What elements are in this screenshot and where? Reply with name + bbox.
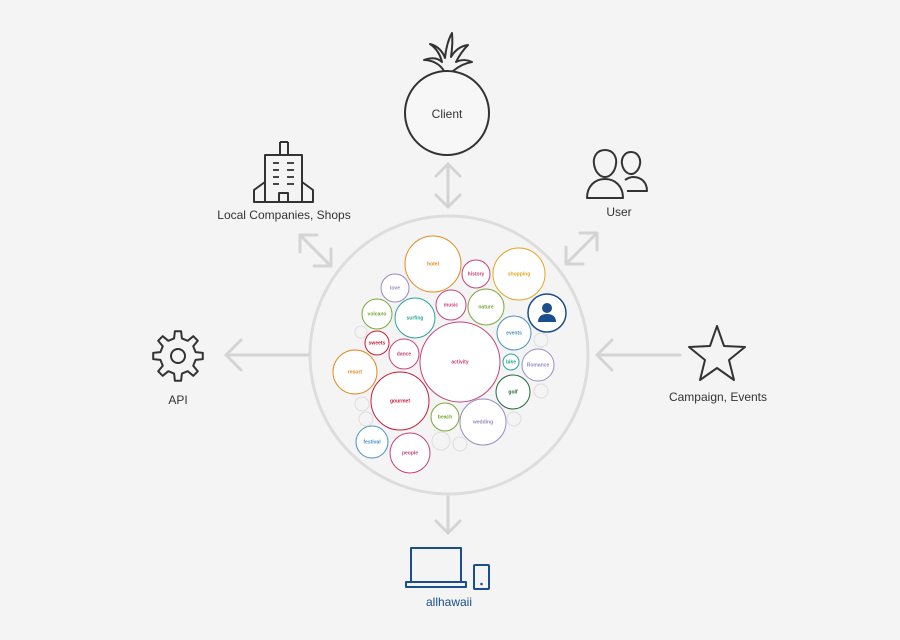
laptop-phone-icon: [405, 547, 490, 590]
bubble-circle: [355, 425, 389, 459]
bubble-resort: resort: [332, 349, 378, 395]
bubble-label: dance: [397, 351, 412, 357]
campaign-label: Campaign, Events: [668, 390, 768, 404]
empty-bubble: [431, 431, 451, 451]
bubble-circle: [404, 235, 462, 293]
bubble-dance: dance: [388, 338, 420, 370]
bubble-events: events: [496, 315, 532, 351]
bubble-circle: [435, 289, 467, 321]
bubble-wedding: wedding: [459, 398, 507, 446]
empty-bubble: [533, 332, 549, 348]
bubble-label: music: [444, 302, 459, 308]
bubble-circle: [364, 330, 390, 356]
bubble-circle: [370, 371, 430, 431]
bubble-circle: [492, 247, 546, 301]
bubble-circle: [495, 374, 531, 410]
empty-bubble: [533, 383, 549, 399]
building-icon: [253, 141, 314, 203]
empty-bubble: [354, 396, 370, 412]
bubble-label: history: [468, 271, 485, 277]
bubble-people: people: [389, 432, 431, 474]
bubble-circle: [461, 259, 491, 289]
bubble-beach: beach: [430, 402, 460, 432]
bubble-circle: [394, 297, 436, 339]
bubble-shopping: shopping: [492, 247, 546, 301]
hub-circle: [308, 214, 590, 496]
person-icon: [527, 293, 567, 333]
bubble-romance: Romance: [521, 348, 555, 382]
users-icon: [586, 149, 648, 199]
bubble-label: surfing: [407, 315, 424, 321]
empty-bubble: [358, 411, 374, 427]
bubble-label: volcano: [368, 311, 387, 317]
empty-bubbles: [354, 325, 549, 452]
arrow-local-hub: [298, 233, 333, 268]
tag-bubbles: hotel history shopping love music nature volca…: [332, 235, 555, 474]
empty-bubble: [354, 325, 368, 339]
bubble-label: events: [506, 330, 522, 336]
bubble-label: golf: [508, 389, 517, 395]
user-label: User: [606, 205, 632, 219]
bubble-circle: [361, 298, 393, 330]
bubble-label: nature: [478, 304, 494, 310]
star-icon: [688, 325, 746, 381]
bubble-surfing: surfing: [394, 297, 436, 339]
bubble-label: beach: [438, 414, 452, 420]
bubble-love: love: [380, 273, 410, 303]
bubble-label: Romance: [527, 362, 550, 368]
bubble-label: love: [390, 285, 400, 291]
bubble-hotel: hotel: [404, 235, 462, 293]
local-companies-label: Local Companies, Shops: [217, 208, 351, 222]
bubble-activity: activity: [419, 321, 501, 403]
bubble-golf: golf: [495, 374, 531, 410]
output-label: allhawaii: [425, 595, 473, 609]
empty-bubble: [452, 436, 468, 452]
bubble-circle: [502, 353, 520, 371]
api-label: API: [168, 393, 188, 407]
bubble-label: sweets: [369, 340, 386, 346]
arrow-hub-api: [224, 338, 310, 372]
bubble-gourmet: gourmet: [370, 371, 430, 431]
bubble-circle: [419, 321, 501, 403]
bubble-label: resort: [348, 369, 363, 375]
bubble-circle: [380, 273, 410, 303]
pineapple-icon: [404, 32, 490, 156]
arrow-client-hub: [434, 162, 462, 209]
bubble-circle: [388, 338, 420, 370]
bubble-circle: [430, 402, 460, 432]
arrow-user-hub: [564, 231, 599, 266]
arrow-hub-output: [434, 495, 462, 535]
bubble-label: hotel: [427, 261, 440, 267]
arrow-campaign-hub: [595, 338, 682, 372]
bubble-label: gourmet: [390, 398, 410, 404]
gear-icon: [152, 330, 204, 382]
bubble-circle: [496, 315, 532, 351]
empty-bubble: [506, 411, 522, 427]
bubble-label: people: [402, 450, 418, 456]
bubble-music: music: [435, 289, 467, 321]
bubble-circle: [389, 432, 431, 474]
bubble-sweets: sweets: [364, 330, 390, 356]
bubble-label: shopping: [508, 271, 531, 277]
bubble-nature: nature: [467, 288, 505, 326]
bubble-circle: [332, 349, 378, 395]
bubble-circle: [467, 288, 505, 326]
bubble-label: festival: [363, 439, 381, 445]
bubble-bike: bike: [502, 353, 520, 371]
client-label: Client: [431, 107, 463, 121]
bubble-volcano: volcano: [361, 298, 393, 330]
bubble-label: activity: [451, 359, 468, 365]
bubble-label: wedding: [472, 419, 493, 425]
bubble-history: history: [461, 259, 491, 289]
bubble-label: bike: [506, 359, 516, 365]
bubble-festival: festival: [355, 425, 389, 459]
bubble-circle: [521, 348, 555, 382]
bubble-circle: [459, 398, 507, 446]
